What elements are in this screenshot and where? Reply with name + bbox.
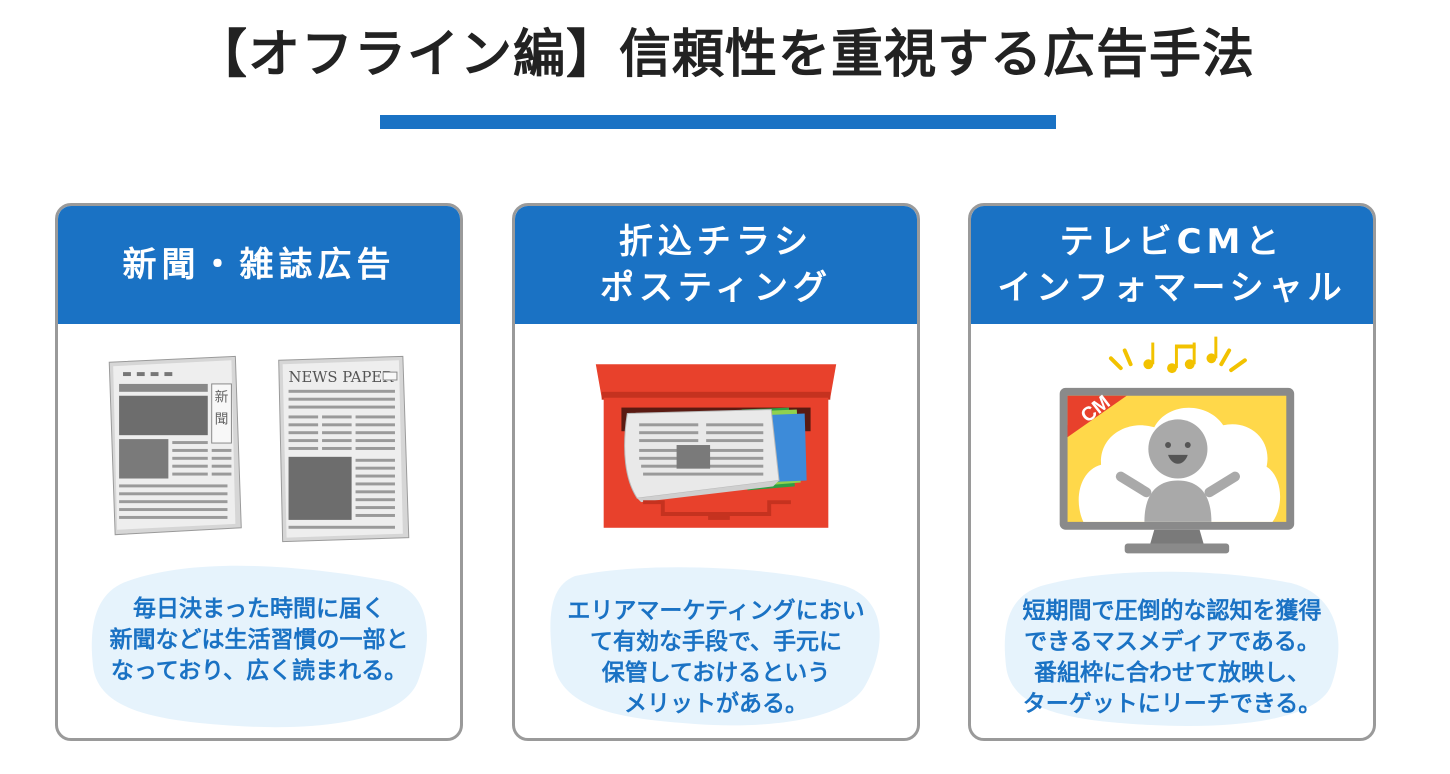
card-header-line: 折込チラシ bbox=[618, 222, 814, 262]
card-description: エリアマーケティングにおい て有効な手段で、手元に 保管しておけるという メリッ… bbox=[515, 596, 917, 720]
card-header-line: インフォマーシャル bbox=[997, 268, 1347, 308]
card-description-line: 毎日決まった時間に届く bbox=[132, 596, 386, 622]
mailbox-icon bbox=[515, 331, 917, 561]
title-underline bbox=[380, 115, 1056, 129]
description-background bbox=[1001, 561, 1346, 731]
card-description-line: て有効な手段で、手元に bbox=[589, 629, 843, 655]
newspaper-icon: 新 聞 NEWS PAPER bbox=[58, 331, 460, 561]
card-flyer-posting: 折込チラシ ポスティング bbox=[512, 203, 920, 741]
card-tv-commercial: テレビCMと インフォマーシャル bbox=[968, 203, 1376, 741]
card-header-line: ポスティング bbox=[600, 268, 832, 308]
page-title: 【オフライン編】信頼性を重視する広告手法 bbox=[194, 25, 1255, 85]
newspaper-title-label: NEWS PAPER bbox=[289, 369, 395, 386]
newspaper-right: NEWS PAPER bbox=[278, 355, 410, 543]
newspaper-left: 新 聞 bbox=[108, 355, 242, 536]
card-description-line: できるマスメディアである。 bbox=[1024, 629, 1320, 655]
sound-burst-icon bbox=[1108, 348, 1247, 373]
newspaper-vertical-label-1: 新 bbox=[215, 390, 229, 406]
card-description-line: メリットがある。 bbox=[624, 691, 808, 717]
card-description-line: 新聞などは生活習慣の一部と bbox=[109, 627, 409, 653]
card-description: 短期間で圧倒的な認知を獲得 できるマスメディアである。 番組枠に合わせて放映し、… bbox=[971, 596, 1373, 720]
newspaper-vertical-label-2: 聞 bbox=[215, 411, 229, 427]
card-description: 毎日決まった時間に届く 新聞などは生活習慣の一部と なっており、広く読まれる。 bbox=[58, 594, 460, 687]
card-header-line: 新聞・雑誌広告 bbox=[122, 245, 396, 285]
card-newspaper-magazine: 新聞・雑誌広告 bbox=[55, 203, 463, 741]
description-background bbox=[88, 561, 433, 731]
card-header-line: テレビCMと bbox=[1059, 222, 1285, 262]
card-description-line: 短期間で圧倒的な認知を獲得 bbox=[1022, 598, 1322, 624]
card-header: テレビCMと インフォマーシャル bbox=[971, 206, 1373, 324]
card-header: 新聞・雑誌広告 bbox=[58, 206, 460, 324]
card-header: 折込チラシ ポスティング bbox=[515, 206, 917, 324]
card-description-line: エリアマーケティングにおい bbox=[567, 598, 865, 624]
card-description-line: 保管しておけるという bbox=[601, 660, 831, 686]
music-note-icon bbox=[1143, 336, 1218, 374]
television-icon: CM bbox=[971, 331, 1373, 561]
description-background bbox=[545, 561, 890, 731]
card-description-line: なっており、広く読まれる。 bbox=[110, 658, 408, 684]
card-description-line: 番組枠に合わせて放映し、 bbox=[1034, 660, 1310, 686]
card-description-line: ターゲットにリーチできる。 bbox=[1022, 691, 1322, 717]
